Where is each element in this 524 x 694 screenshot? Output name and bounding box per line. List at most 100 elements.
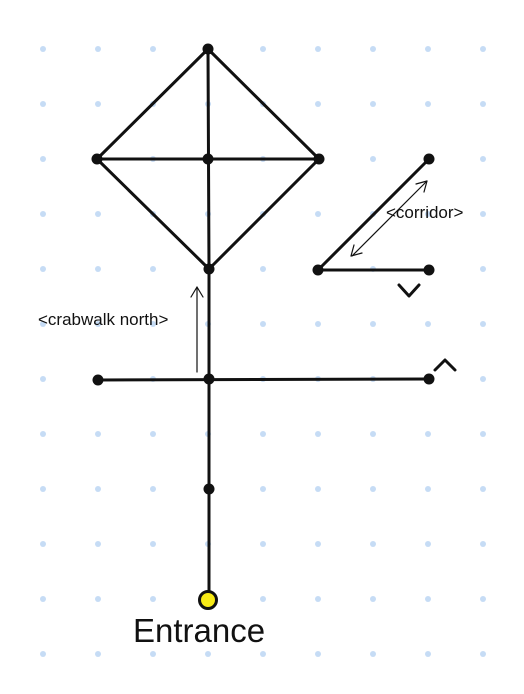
grid-dot xyxy=(480,541,486,547)
grid-dot xyxy=(40,266,46,272)
grid-dot xyxy=(480,156,486,162)
grid-dot xyxy=(260,651,266,657)
diamond-edge-top-right xyxy=(206,47,321,161)
grid-dot xyxy=(370,101,376,107)
grid-dot xyxy=(260,266,266,272)
grid-dot xyxy=(425,46,431,52)
entrance-label: Entrance xyxy=(133,612,265,649)
grid-dot xyxy=(95,431,101,437)
grid-dot xyxy=(205,651,211,657)
grid-dot xyxy=(480,266,486,272)
grid-dot xyxy=(40,376,46,382)
grid-dot xyxy=(315,486,321,492)
junction-node xyxy=(423,264,435,276)
grid-dot xyxy=(480,46,486,52)
grid-dot xyxy=(425,651,431,657)
grid-dot xyxy=(40,46,46,52)
grid-dot xyxy=(315,46,321,52)
grid-dot xyxy=(260,541,266,547)
grid-dot xyxy=(480,431,486,437)
grid-dot xyxy=(95,321,101,327)
grid-dot xyxy=(95,101,101,107)
crabwalk-north-label: <crabwalk north> xyxy=(38,310,168,329)
grid-dot xyxy=(150,266,156,272)
grid-dot xyxy=(315,596,321,602)
junction-node xyxy=(423,153,435,165)
corridor-arrow-head-down xyxy=(350,244,363,257)
grid-dot xyxy=(40,211,46,217)
grid-dot xyxy=(260,596,266,602)
grid-dot xyxy=(40,541,46,547)
grid-dot xyxy=(315,541,321,547)
junction-node xyxy=(203,263,215,275)
grid-dot xyxy=(40,431,46,437)
grid-dot xyxy=(370,651,376,657)
grid-dot xyxy=(480,486,486,492)
grid-dot xyxy=(95,266,101,272)
grid-dot xyxy=(150,486,156,492)
grid-dot xyxy=(95,596,101,602)
down-marker xyxy=(397,283,421,298)
grid-dot xyxy=(40,486,46,492)
corridor-label: <corridor> xyxy=(386,203,464,222)
grid-dot xyxy=(40,651,46,657)
grid-dot xyxy=(315,101,321,107)
grid-dot xyxy=(40,596,46,602)
grid-dot xyxy=(480,211,486,217)
corridor-arrow-shaft xyxy=(351,180,428,257)
grid-dot xyxy=(315,651,321,657)
junction-nodes xyxy=(91,43,435,495)
junction-node xyxy=(203,373,215,385)
grid-dot xyxy=(370,541,376,547)
grid-dot xyxy=(480,376,486,382)
corridor-arrow-head-up xyxy=(415,180,428,193)
junction-node xyxy=(313,153,325,165)
grid-dot xyxy=(425,211,431,217)
diamond-edge-bottom-left xyxy=(95,157,211,271)
grid-dot xyxy=(95,651,101,657)
diamond-edge-top-left xyxy=(95,47,210,161)
grid-dot xyxy=(315,431,321,437)
crossbar xyxy=(96,377,431,382)
grid-dot xyxy=(40,156,46,162)
grid-dot xyxy=(370,431,376,437)
up-marker xyxy=(433,358,457,372)
grid-dot xyxy=(315,211,321,217)
junction-node xyxy=(203,483,215,495)
grid-dot xyxy=(95,46,101,52)
grid-dot xyxy=(425,101,431,107)
grid-dot xyxy=(425,486,431,492)
grid-dot xyxy=(40,101,46,107)
grid-dot xyxy=(260,431,266,437)
grid-dot xyxy=(150,431,156,437)
grid-dot xyxy=(260,46,266,52)
grid-dot xyxy=(150,321,156,327)
grid-dot xyxy=(150,541,156,547)
grid-dot xyxy=(480,321,486,327)
diamond-edge-bottom-right xyxy=(207,157,321,271)
grid-dot xyxy=(150,46,156,52)
grid-dot xyxy=(370,486,376,492)
grid-dot xyxy=(260,321,266,327)
grid-dot xyxy=(370,46,376,52)
grid-dot xyxy=(95,541,101,547)
grid-dot xyxy=(480,651,486,657)
grid-dot xyxy=(95,211,101,217)
grid-dot xyxy=(480,101,486,107)
grid-dot xyxy=(95,486,101,492)
crabwalk-arrow-head xyxy=(190,286,204,298)
junction-node xyxy=(423,373,435,385)
junction-node xyxy=(202,43,214,55)
direction-arrows xyxy=(190,180,428,373)
grid-dot xyxy=(40,321,46,327)
grid-dot xyxy=(425,321,431,327)
grid-dot xyxy=(425,596,431,602)
junction-node xyxy=(92,374,104,386)
grid-dot xyxy=(425,541,431,547)
junction-node xyxy=(202,153,214,165)
grid-dot xyxy=(150,596,156,602)
grid-dot xyxy=(370,156,376,162)
junction-node xyxy=(312,264,324,276)
entrance-node xyxy=(198,590,218,610)
